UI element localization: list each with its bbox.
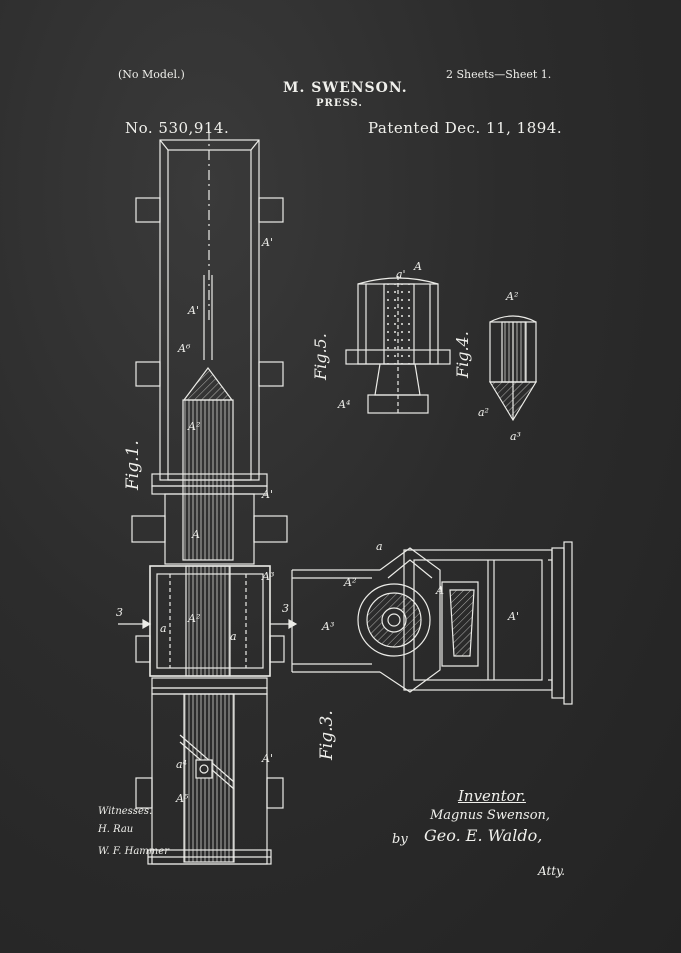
label-fig3-small-a: a xyxy=(376,540,383,553)
no-model-note: (No Model.) xyxy=(118,68,185,81)
attorney-label: Atty. xyxy=(538,864,566,878)
label-fig1-a6: A⁶ xyxy=(177,342,191,355)
label-fig1-a2-chamber: A² xyxy=(187,612,200,625)
label-fig4-a2-lower: a² xyxy=(478,406,489,419)
label-fig4-a3: a³ xyxy=(510,430,521,443)
fig1-caption: Fig.1. xyxy=(123,440,143,491)
inventor-signature: Magnus Swenson, xyxy=(430,808,551,823)
label-fig1-a3: A³ xyxy=(261,570,274,583)
fig1-press-assembly xyxy=(118,130,298,865)
fig5-perforated-cylinder xyxy=(345,276,451,414)
label-section-3-left: 3 xyxy=(116,606,123,619)
label-fig1-a2-upper: A² xyxy=(187,420,200,433)
label-fig3-a3: A³ xyxy=(321,620,334,633)
patent-number: No. 530,914. xyxy=(125,119,230,137)
fig4-caption: Fig.4. xyxy=(453,331,472,379)
label-fig1-a: A xyxy=(191,528,200,541)
inventor-label: Inventor. xyxy=(458,787,526,805)
sheet-count: 2 Sheets—Sheet 1. xyxy=(446,68,552,81)
by-label: by xyxy=(392,832,408,847)
label-fig5-a4: A⁴ xyxy=(337,398,350,411)
inventor-heading: M. SWENSON. xyxy=(283,80,408,96)
label-fig1-a5: A⁵ xyxy=(175,792,189,805)
label-fig5-a1: a' xyxy=(396,268,406,281)
label-fig1-small-a-right: a xyxy=(230,630,237,643)
label-fig4-a2: A² xyxy=(505,290,518,303)
label-fig3-a2: A² xyxy=(343,576,356,589)
patent-date: Patented Dec. 11, 1894. xyxy=(368,119,563,137)
label-fig1-a1-bottom: A' xyxy=(261,752,273,765)
fig3-cross-section xyxy=(291,541,573,705)
label-fig1-a1-top: A' xyxy=(261,236,273,249)
label-fig5-a: A xyxy=(413,260,422,273)
label-section-3-right: 3 xyxy=(282,602,289,615)
label-fig3-a: A xyxy=(435,584,444,597)
attorney-signature: Geo. E. Waldo, xyxy=(424,826,543,845)
fig5-caption: Fig.5. xyxy=(311,333,330,381)
label-fig3-a1: A' xyxy=(507,610,519,623)
witnesses-label: Witnesses. xyxy=(98,806,153,817)
patent-subject: PRESS. xyxy=(316,98,363,109)
label-fig1-small-a: a xyxy=(160,622,167,635)
fig4-plunger-tip xyxy=(488,315,538,422)
fig3-caption: Fig.3. xyxy=(317,710,337,761)
witness-signature-1: H. Rau xyxy=(98,824,134,835)
label-fig1-a1-mid: A' xyxy=(187,304,199,317)
witness-signature-2: W. F. Hammer xyxy=(98,846,169,857)
label-fig1-a4: a⁴ xyxy=(176,758,187,771)
label-fig1-a1-lower: A' xyxy=(261,488,273,501)
